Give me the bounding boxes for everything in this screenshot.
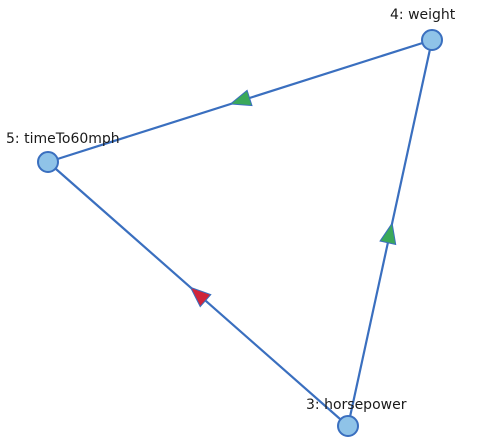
arrowhead-weight-to-timeto60mph bbox=[229, 89, 253, 107]
node-circle-timeto60mph[interactable] bbox=[37, 151, 59, 173]
arrowhead-horsepower-to-timeto60mph bbox=[189, 286, 212, 308]
node-horsepower[interactable]: 3: horsepower bbox=[306, 397, 407, 437]
node-circle-weight[interactable] bbox=[421, 29, 443, 51]
arrowhead-horsepower-to-weight bbox=[379, 221, 397, 246]
node-label-weight: 4: weight bbox=[390, 7, 456, 23]
arrowheads bbox=[189, 89, 397, 308]
node-label-horsepower: 3: horsepower bbox=[306, 397, 407, 413]
node-label-timeto60mph: 5: timeTo60mph bbox=[6, 131, 120, 147]
node-circle-horsepower[interactable] bbox=[337, 415, 359, 437]
node-weight[interactable]: 4: weight bbox=[390, 7, 456, 51]
node-timeto60mph[interactable]: 5: timeTo60mph bbox=[6, 131, 120, 173]
